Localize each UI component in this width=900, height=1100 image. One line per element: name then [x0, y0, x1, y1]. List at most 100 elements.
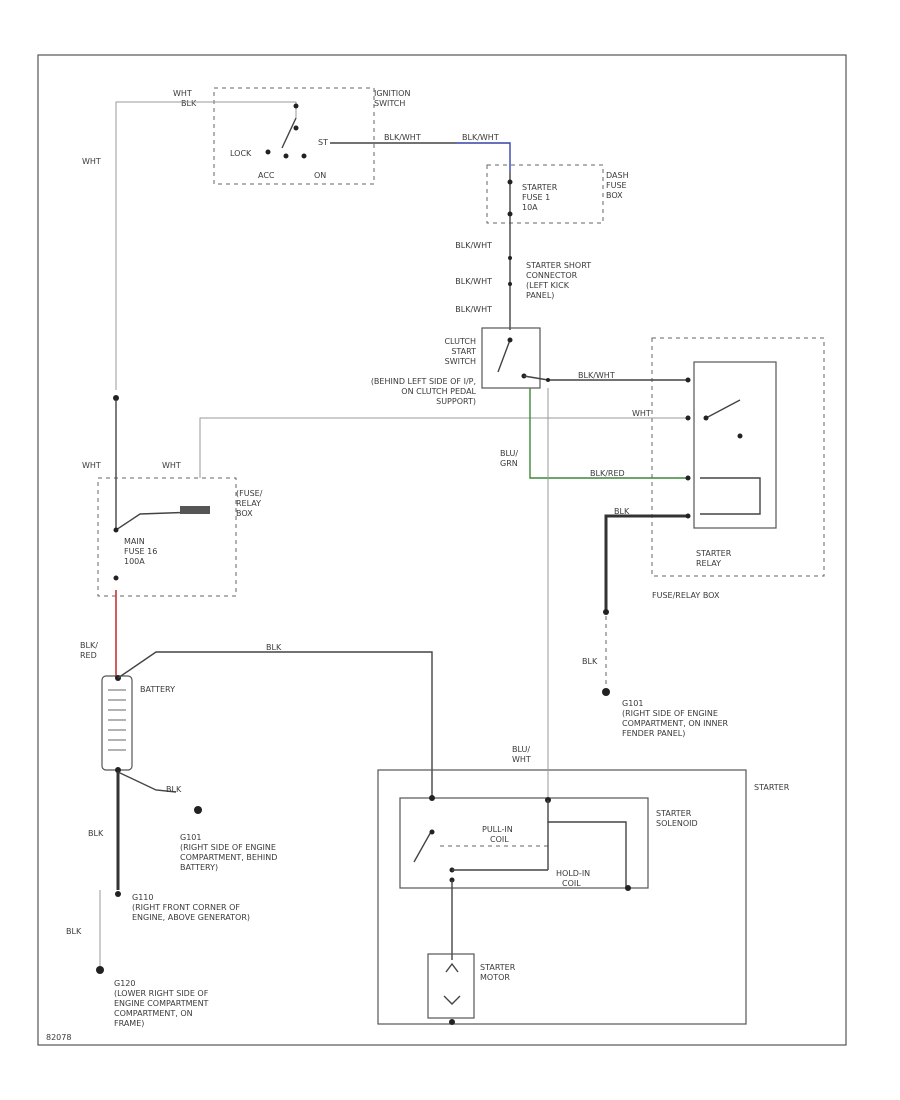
ground-g110 [115, 891, 121, 897]
starter-relay-label-2: RELAY [696, 559, 721, 568]
diagram-frame [37, 54, 847, 1046]
clutch-switch-label: CLUTCH [444, 337, 476, 346]
wire-color-wht-b: WHT [162, 461, 181, 470]
main-fuse-number: FUSE 16 [124, 547, 157, 556]
wire-color-wht-a: WHT [82, 461, 101, 470]
dash-fuse-box-label-2: FUSE [606, 181, 627, 190]
starter-fuse-rating: 10A [522, 203, 538, 212]
wire-color-blk-red: BLK/ [80, 641, 98, 650]
main-fuse-terminal-bottom [113, 575, 119, 581]
lock-position-label: LOCK [230, 149, 252, 158]
starter-relay-label: STARTER [696, 549, 732, 558]
relay-pin-3 [685, 475, 691, 481]
ground-g110-location: (RIGHT FRONT CORNER OF [132, 903, 240, 912]
short-connector-pin-1 [508, 256, 512, 260]
starter-fuse-label: STARTER [522, 183, 558, 192]
starter-assembly-box [377, 769, 747, 1025]
clutch-switch-location-3: SUPPORT) [436, 397, 476, 406]
wire-battery-ground-g101 [117, 771, 177, 793]
ground-g101-battery-location-3: BATTERY) [180, 863, 218, 872]
short-connector-label: STARTER SHORT [526, 261, 591, 270]
ignition-switch-box [213, 87, 375, 185]
ground-g120-location-3: COMPARTMENT, ON [114, 1009, 193, 1018]
short-connector-pin-2 [508, 282, 512, 286]
short-connector-label-4: PANEL) [526, 291, 554, 300]
clutch-switch-label-2: START [451, 347, 476, 356]
wire-battery-to-ignition [115, 101, 297, 390]
relay-wire-wht: WHT [632, 409, 651, 418]
ground-g101-right-label: G101 [622, 699, 643, 708]
ignition-switch-contact [281, 117, 297, 149]
wire-color-blk-wht-2: BLK/WHT [462, 133, 499, 142]
ground-g101-right-location: (RIGHT SIDE OF ENGINE [622, 709, 718, 718]
main-fuse-label: MAIN [124, 537, 145, 546]
wire-color-blu-wht: BLU/ [512, 745, 530, 754]
ground-g101-right-location-2: COMPARTMENT, ON INNER [622, 719, 729, 728]
ground-g120-location-4: FRAME) [114, 1019, 144, 1028]
splice-point-top [113, 395, 119, 401]
short-connector-label-2: CONNECTOR [526, 271, 578, 280]
holdin-coil-label: HOLD-IN [556, 869, 590, 878]
battery-cells [108, 689, 126, 751]
dash-fuse-box-label-3: BOX [606, 191, 623, 200]
holdin-coil-label-2: COIL [562, 879, 581, 888]
ground-g120-location: (LOWER RIGHT SIDE OF [114, 989, 209, 998]
ground-g110-location-2: ENGINE, ABOVE GENERATOR) [132, 913, 250, 922]
starter-motor-symbol [445, 962, 459, 973]
solenoid-label-2: SOLENOID [656, 819, 698, 828]
relay-contact-dot [703, 415, 709, 421]
wire-color-blk-wht-st: BLK/WHT [384, 133, 421, 142]
solenoid-pullin-coil [547, 800, 627, 888]
wire-color-blk-top: BLK [266, 643, 282, 652]
wire-color-blk: BLK [181, 99, 197, 108]
under-hood-box-label-3: BOX [236, 509, 253, 518]
wire-relay-output [529, 388, 688, 479]
relay-switch-contact [705, 399, 741, 419]
wire-main-fuse-feed [115, 400, 197, 532]
starter-fuse-terminal-bottom [507, 211, 513, 217]
solenoid-contact-dot [429, 829, 435, 835]
starter-motor-label: STARTER [480, 963, 516, 972]
starter-relay-box [693, 361, 777, 529]
clutch-switch-label-3: SWITCH [445, 357, 476, 366]
under-hood-box-label: (FUSE/ [236, 489, 263, 498]
diagram-code: 82078 [46, 1033, 71, 1042]
relay-pin-4 [685, 513, 691, 519]
relay-pin-1 [685, 377, 691, 383]
starter-motor-label-2: MOTOR [480, 973, 510, 982]
wire-relay-coil-feed [199, 417, 688, 478]
relay-contact-dot-2 [737, 433, 743, 439]
relay-coil [700, 477, 761, 515]
clutch-start-switch-box [481, 327, 541, 389]
clutch-switch-location-2: ON CLUTCH PEDAL [401, 387, 476, 396]
wire-color-wht: WHT [512, 755, 531, 764]
solenoid-ground-terminal [625, 885, 631, 891]
short-connector-label-3: (LEFT KICK [526, 281, 570, 290]
relay-wire-blk: BLK [614, 507, 630, 516]
wire-color-blk-batt: BLK [166, 785, 182, 794]
relay-ground-splice [603, 609, 609, 615]
ignition-acc-dot [283, 153, 289, 159]
ground-g101-battery-location: (RIGHT SIDE OF ENGINE [180, 843, 276, 852]
ignition-contact-dot [293, 125, 299, 131]
ignition-on-dot [301, 153, 307, 159]
starter-motor-symbol-2 [443, 995, 461, 1005]
clutch-switch-dot-top [507, 337, 513, 343]
fuse-relay-box-label: FUSE/RELAY BOX [652, 591, 720, 600]
starter-solenoid-box [399, 797, 649, 889]
under-hood-fuse-relay-box [97, 477, 237, 597]
main-fuse-rating: 100A [124, 557, 145, 566]
wire-color-red: RED [80, 651, 97, 660]
wire-color-blk-left: BLK [88, 829, 104, 838]
starter-fuse-number: FUSE 1 [522, 193, 550, 202]
ground-g120-label: G120 [114, 979, 135, 988]
wire-color-blk-low: BLK [66, 927, 82, 936]
relay-wire-junction [546, 378, 550, 382]
ground-g110-label: G110 [132, 893, 153, 902]
relay-wire-blk-red: BLK/RED [590, 469, 625, 478]
st-position-label: ST [318, 138, 328, 147]
wire-color-wht-left: WHT [82, 157, 101, 166]
solenoid-label: STARTER [656, 809, 692, 818]
dash-fuse-box [486, 164, 604, 224]
